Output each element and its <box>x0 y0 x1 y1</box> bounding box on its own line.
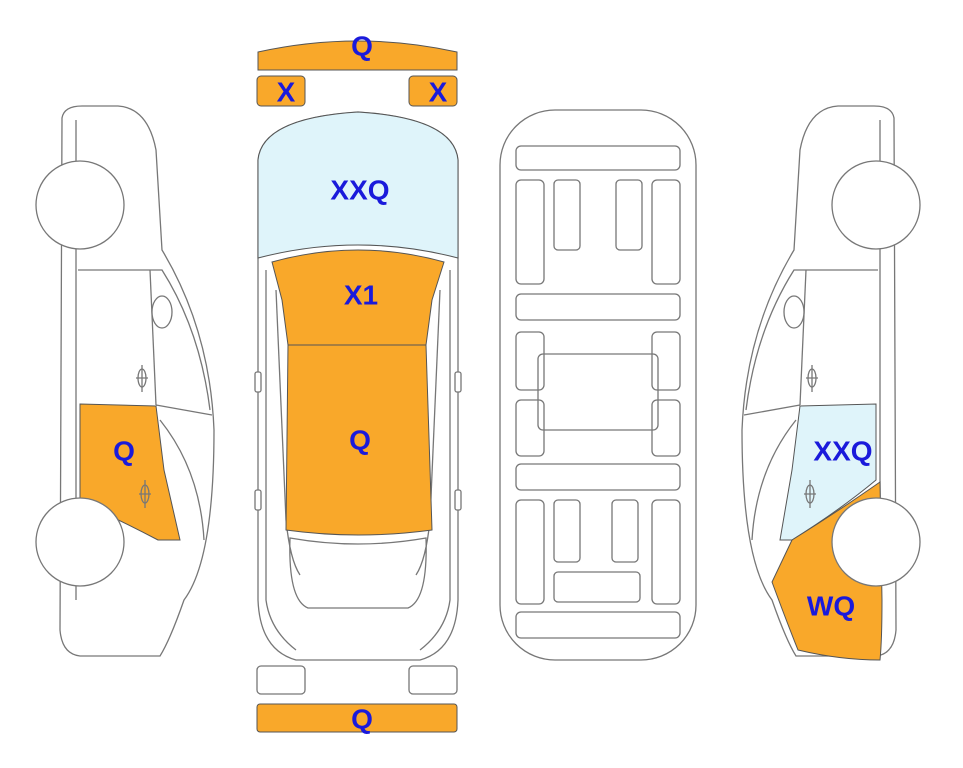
headlight-left-panel[interactable] <box>256 75 306 107</box>
underbody-rail-fr <box>651 179 681 285</box>
left-side-mirror <box>151 295 173 329</box>
underbody-cross-1 <box>515 293 681 321</box>
label-rear-bumper: Q <box>351 704 373 735</box>
left-side-window-bottom <box>155 404 213 416</box>
mirror-left-top <box>254 371 262 393</box>
car-left-side-view: Q <box>35 105 215 657</box>
left-side-window-top <box>78 269 211 411</box>
label-roof: Q <box>349 425 371 456</box>
roof-panel[interactable] <box>285 344 433 536</box>
left-side-pillar <box>149 269 157 406</box>
rear-window-outline <box>289 537 427 609</box>
underbody-side-l1 <box>515 331 545 391</box>
right-side-mirror <box>783 295 805 329</box>
right-side-pillar <box>799 269 807 406</box>
left-side-rear-wheel <box>35 497 125 587</box>
label-right-rear-window: XXQ <box>813 436 872 467</box>
underbody-outline <box>499 109 697 661</box>
underbody-block-fr <box>615 179 643 251</box>
right-door-handle-rear-ring <box>805 484 815 504</box>
underbody-rail-fl <box>515 179 545 285</box>
underbody-front-bar <box>515 145 681 171</box>
mirror-right-top <box>454 371 462 393</box>
right-side-front-wheel <box>831 160 921 250</box>
car-right-side-view: XXQ WQ <box>741 105 921 661</box>
label-headlight-right: X <box>429 77 448 108</box>
label-right-rear-quarter: WQ <box>807 591 855 622</box>
right-side-window-top <box>745 269 878 411</box>
label-hood: X1 <box>344 280 378 311</box>
right-side-rear-wheel <box>831 497 921 587</box>
windshield-panel[interactable] <box>257 111 459 259</box>
front-bumper-panel[interactable] <box>257 40 458 71</box>
left-door-handle-rear-ring <box>140 484 150 504</box>
left-side-front-wheel <box>35 160 125 250</box>
top-left-window-line <box>275 289 287 521</box>
underbody-rear-block <box>553 571 641 603</box>
right-door-handle-front-ring <box>807 368 817 388</box>
taillight-right <box>408 665 458 695</box>
label-windshield: XXQ <box>330 175 389 206</box>
car-top-view: Q X X XXQ X1 Q Q <box>254 31 462 735</box>
taillight-left <box>256 665 306 695</box>
underbody-side-r2 <box>651 399 681 457</box>
left-door-handle-front-ring <box>137 368 147 388</box>
underbody-rail-rr <box>651 499 681 605</box>
underbody-block-rr <box>611 499 639 563</box>
top-right-side-line <box>419 270 451 651</box>
underbody-side-r1 <box>651 331 681 391</box>
underbody-block-fl <box>553 179 581 251</box>
underbody-side-l2 <box>515 399 545 457</box>
underbody-rail-rl <box>515 499 545 605</box>
underbody-rear-bar <box>515 611 681 639</box>
label-left-rear-door: Q <box>113 436 135 467</box>
underbody-block-rl <box>553 499 581 563</box>
left-side-lower-line <box>159 419 205 541</box>
label-front-bumper: Q <box>351 31 373 62</box>
handle-right-top <box>454 489 462 511</box>
rear-bumper-panel[interactable] <box>256 703 458 733</box>
underbody-center-panel <box>537 353 659 431</box>
underbody-cross-2 <box>515 463 681 491</box>
handle-left-top <box>254 489 262 511</box>
label-headlight-left: X <box>277 77 296 108</box>
right-side-window-bottom <box>743 404 801 416</box>
hood-panel[interactable] <box>271 249 445 346</box>
top-left-side-line <box>265 270 297 651</box>
car-underbody-view <box>499 109 697 661</box>
headlight-right-panel[interactable] <box>408 75 458 107</box>
right-side-lower-line <box>751 419 797 541</box>
